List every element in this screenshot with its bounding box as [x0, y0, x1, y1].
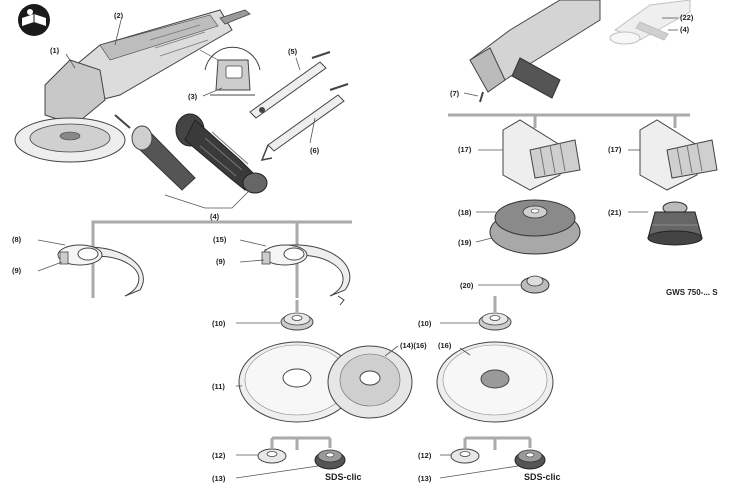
label-1: (1) [50, 46, 60, 55]
label-4b: (4) [680, 25, 690, 34]
leader-8 [37, 239, 66, 246]
clamping-nut-left [257, 448, 287, 464]
mounting-flange-right [478, 312, 512, 331]
label-6: (6) [310, 146, 320, 155]
sds-clic-nut-right [514, 449, 546, 470]
grinder-head-illustration [469, 0, 601, 103]
sds-clic-label-right: SDS-clic [524, 472, 561, 482]
label-14-16: (14)(16) [400, 341, 427, 350]
label-3: (3) [188, 92, 198, 101]
mounting-flange-left [280, 312, 314, 331]
label-4: (4) [210, 212, 220, 221]
sds-clic-nut-left [314, 449, 346, 470]
leader-3 [202, 87, 223, 97]
sds-clic-label-left: SDS-clic [325, 472, 362, 482]
side-handle-vibration [175, 113, 268, 194]
rubber-sanding-plate [489, 199, 581, 255]
hand-guard-left [502, 119, 581, 191]
grinding-disc [238, 341, 356, 423]
label-17a: (17) [458, 145, 472, 154]
label-13a: (13) [212, 474, 226, 483]
cup-brush [647, 201, 703, 246]
leader-15 [239, 239, 267, 247]
label-17b: (17) [608, 145, 622, 154]
angle-grinder-illustration [14, 9, 251, 163]
label-18: (18) [458, 208, 472, 217]
model-label: GWS 750-... S [666, 288, 718, 297]
cutting-disc [436, 341, 554, 423]
label-12a: (12) [212, 451, 226, 460]
label-19: (19) [458, 238, 472, 247]
leader-14 [384, 345, 399, 357]
label-10b: (10) [418, 319, 432, 328]
leader-6 [309, 117, 316, 144]
read-manual-icon [18, 4, 50, 36]
leader-13a [235, 465, 319, 479]
label-16: (16) [438, 341, 452, 350]
flap-disc [327, 345, 413, 419]
label-11: (11) [212, 382, 225, 391]
label-9a: (9) [12, 266, 22, 275]
leader-9a [37, 261, 63, 272]
hand-guard-right [639, 119, 718, 191]
leader-9b [239, 259, 265, 263]
clamping-nut-right [450, 448, 480, 464]
leader-19 [475, 237, 493, 243]
leader-16 [459, 347, 471, 356]
spindle-lock-detail [199, 46, 261, 96]
protective-guard-cutting [261, 244, 351, 306]
leader-13b [439, 465, 519, 479]
label-5: (5) [288, 47, 298, 56]
faded-grinder-illustration [609, 0, 691, 45]
leader-5 [295, 57, 301, 71]
label-7: (7) [450, 89, 460, 98]
round-nut [520, 275, 550, 294]
label-20: (20) [460, 281, 474, 290]
label-22: (22) [680, 13, 694, 22]
leader-7 [463, 92, 479, 97]
label-13b: (13) [418, 474, 432, 483]
label-15: (15) [213, 235, 227, 244]
label-9b: (9) [216, 257, 226, 266]
label-10a: (10) [212, 319, 226, 328]
label-12b: (12) [418, 451, 432, 460]
leader-2 [114, 19, 122, 46]
label-21: (21) [608, 208, 622, 217]
side-handle-straight [114, 114, 196, 191]
label-8: (8) [12, 235, 22, 244]
leader-1 [65, 53, 76, 69]
protective-guard-standard [57, 244, 144, 297]
spanner-tools [249, 51, 349, 162]
leader-4 [164, 189, 251, 209]
label-2: (2) [114, 11, 124, 20]
